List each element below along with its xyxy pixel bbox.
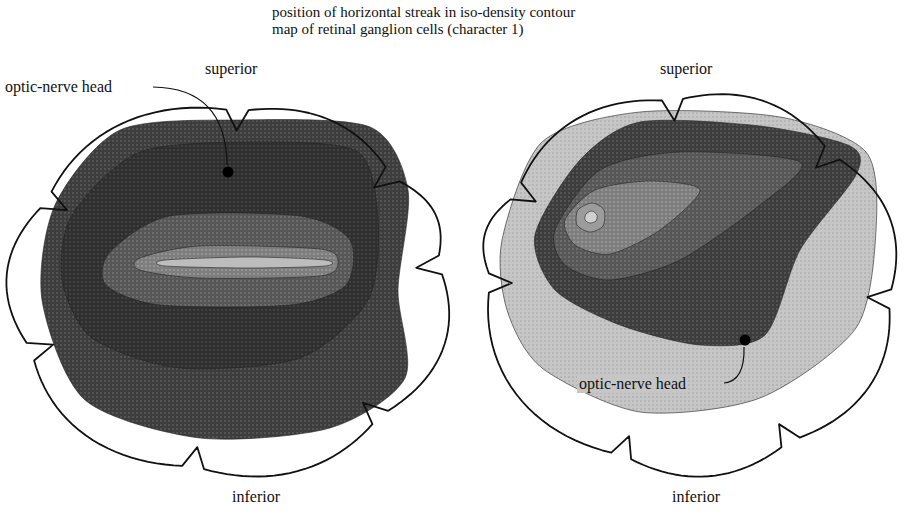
leader-line <box>724 347 744 383</box>
iso-density-contour <box>534 120 860 346</box>
region-label: optic-nerve head <box>5 78 112 96</box>
iso-density-contour <box>585 211 597 223</box>
iso-density-contour <box>564 181 700 254</box>
iso-density-contour <box>576 203 605 232</box>
retina-outline <box>6 108 449 477</box>
retina-ground <box>6 108 449 477</box>
left-retina <box>6 108 449 477</box>
right-retina <box>483 94 896 476</box>
retina-ground <box>483 94 896 476</box>
iso-density-contour <box>41 120 409 440</box>
iso-density-contour <box>554 152 802 280</box>
region-label: inferior <box>232 488 280 506</box>
region-label: superior <box>205 60 257 78</box>
iso-density-contour <box>61 142 378 369</box>
region-label: inferior <box>672 488 720 506</box>
optic-nerve-head-dot <box>223 167 234 178</box>
retina-outline <box>483 94 896 476</box>
iso-density-contour <box>134 246 338 279</box>
optic-nerve-head-dot <box>740 335 751 346</box>
region-label: superior <box>660 60 712 78</box>
iso-density-contour <box>157 257 333 268</box>
leader-line <box>153 87 227 165</box>
leader-lines <box>153 87 744 383</box>
iso-density-contour <box>102 213 353 307</box>
figure-title: position of horizontal streak in iso-den… <box>272 4 584 38</box>
region-label: optic-nerve head <box>577 375 688 393</box>
